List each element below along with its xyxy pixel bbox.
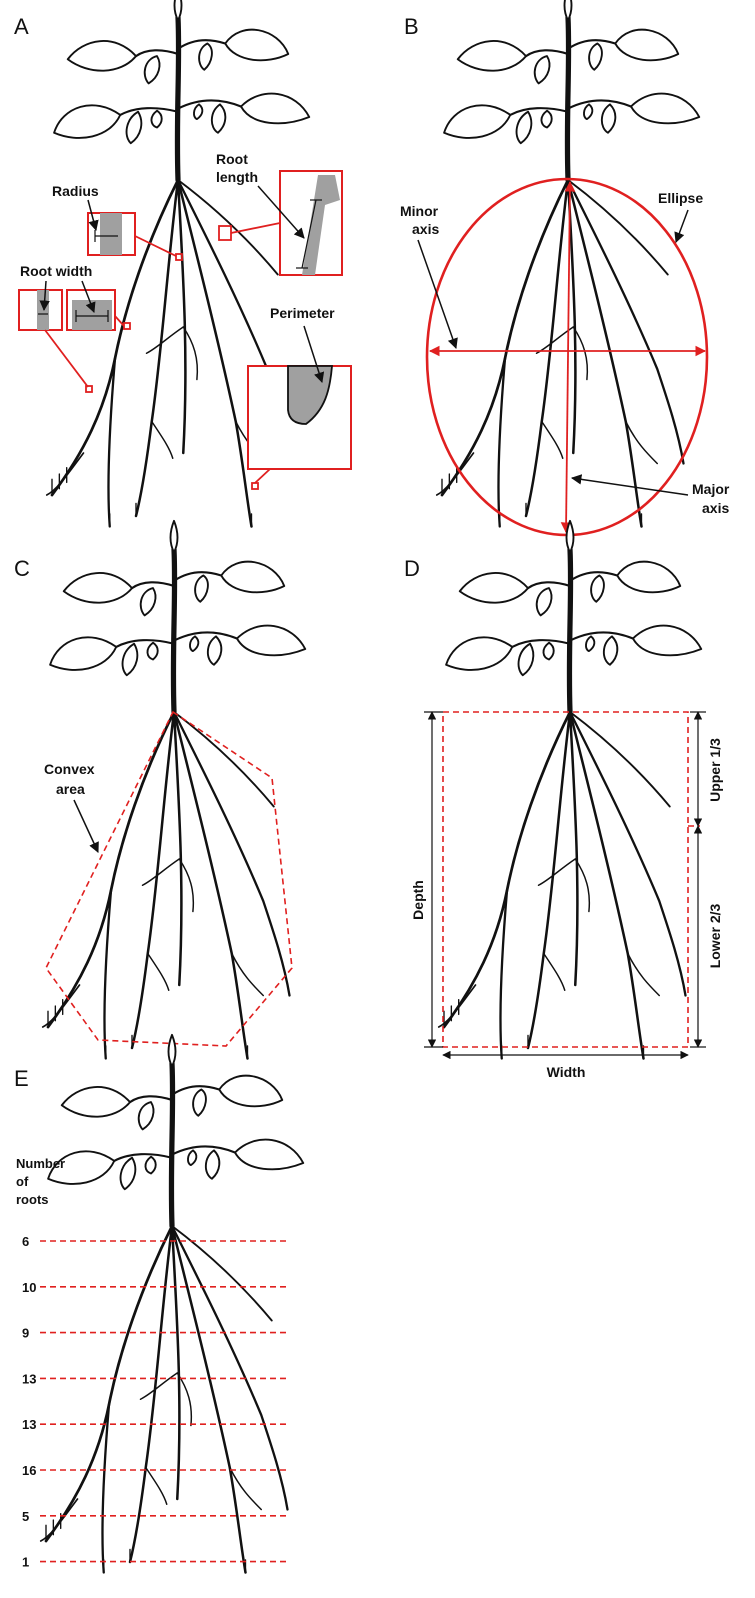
convex-area-label-line1: Convex xyxy=(44,761,95,777)
panel-c: C Convex area xyxy=(14,521,305,1059)
root-count-value: 10 xyxy=(22,1280,36,1295)
root-count-value: 5 xyxy=(22,1509,29,1524)
panel-letter-d: D xyxy=(404,556,420,581)
major-axis-line xyxy=(566,182,570,532)
major-axis-label-line1: Major xyxy=(692,481,730,497)
root-count-value: 9 xyxy=(22,1326,29,1341)
root-count-value: 16 xyxy=(22,1463,36,1478)
number-of-roots-label-line3: roots xyxy=(16,1192,49,1207)
ellipse-label: Ellipse xyxy=(658,190,703,206)
number-of-roots-label-line2: of xyxy=(16,1174,29,1189)
panel-e-plant xyxy=(41,1035,304,1573)
root-count-value: 13 xyxy=(22,1371,36,1386)
root-count-value: 13 xyxy=(22,1417,36,1432)
depth-label: Depth xyxy=(410,880,426,920)
radius-label: Radius xyxy=(52,183,99,199)
root-length-inset: Root length xyxy=(216,151,342,275)
perimeter-inset: Perimeter xyxy=(248,305,351,489)
root-length-label-line1: Root xyxy=(216,151,248,167)
minor-axis-label-line2: axis xyxy=(412,221,439,237)
minor-axis-label-line1: Minor xyxy=(400,203,439,219)
panel-letter-c: C xyxy=(14,556,30,581)
panel-a: A Radius Root length xyxy=(14,0,351,526)
panel-d-plant xyxy=(439,521,702,1059)
upper-third-label: Upper 1/3 xyxy=(707,738,723,802)
panel-d: D Depth Width Upper 1/3 Lower 2/3 xyxy=(404,521,723,1080)
panel-b: B Minor axis Ellipse Major axis xyxy=(400,0,730,535)
panel-e: E Number of roots 6 10 9 13 13 16 5 1 xyxy=(14,1035,303,1573)
panel-letter-e: E xyxy=(14,1066,29,1091)
convex-area-label-line2: area xyxy=(56,781,85,797)
major-axis-label-line2: axis xyxy=(702,500,729,516)
root-width-label: Root width xyxy=(20,263,92,279)
width-label: Width xyxy=(547,1064,586,1080)
number-of-roots-label-line1: Number xyxy=(16,1156,65,1171)
root-count-value: 1 xyxy=(22,1555,29,1570)
radius-inset: Radius xyxy=(52,183,182,260)
panel-letter-b: B xyxy=(404,14,419,39)
perimeter-label: Perimeter xyxy=(270,305,335,321)
lower-two-thirds-label: Lower 2/3 xyxy=(707,904,723,969)
root-count-value: 6 xyxy=(22,1234,29,1249)
panel-letter-a: A xyxy=(14,14,29,39)
panel-b-plant xyxy=(437,0,700,526)
root-length-label-line2: length xyxy=(216,169,258,185)
